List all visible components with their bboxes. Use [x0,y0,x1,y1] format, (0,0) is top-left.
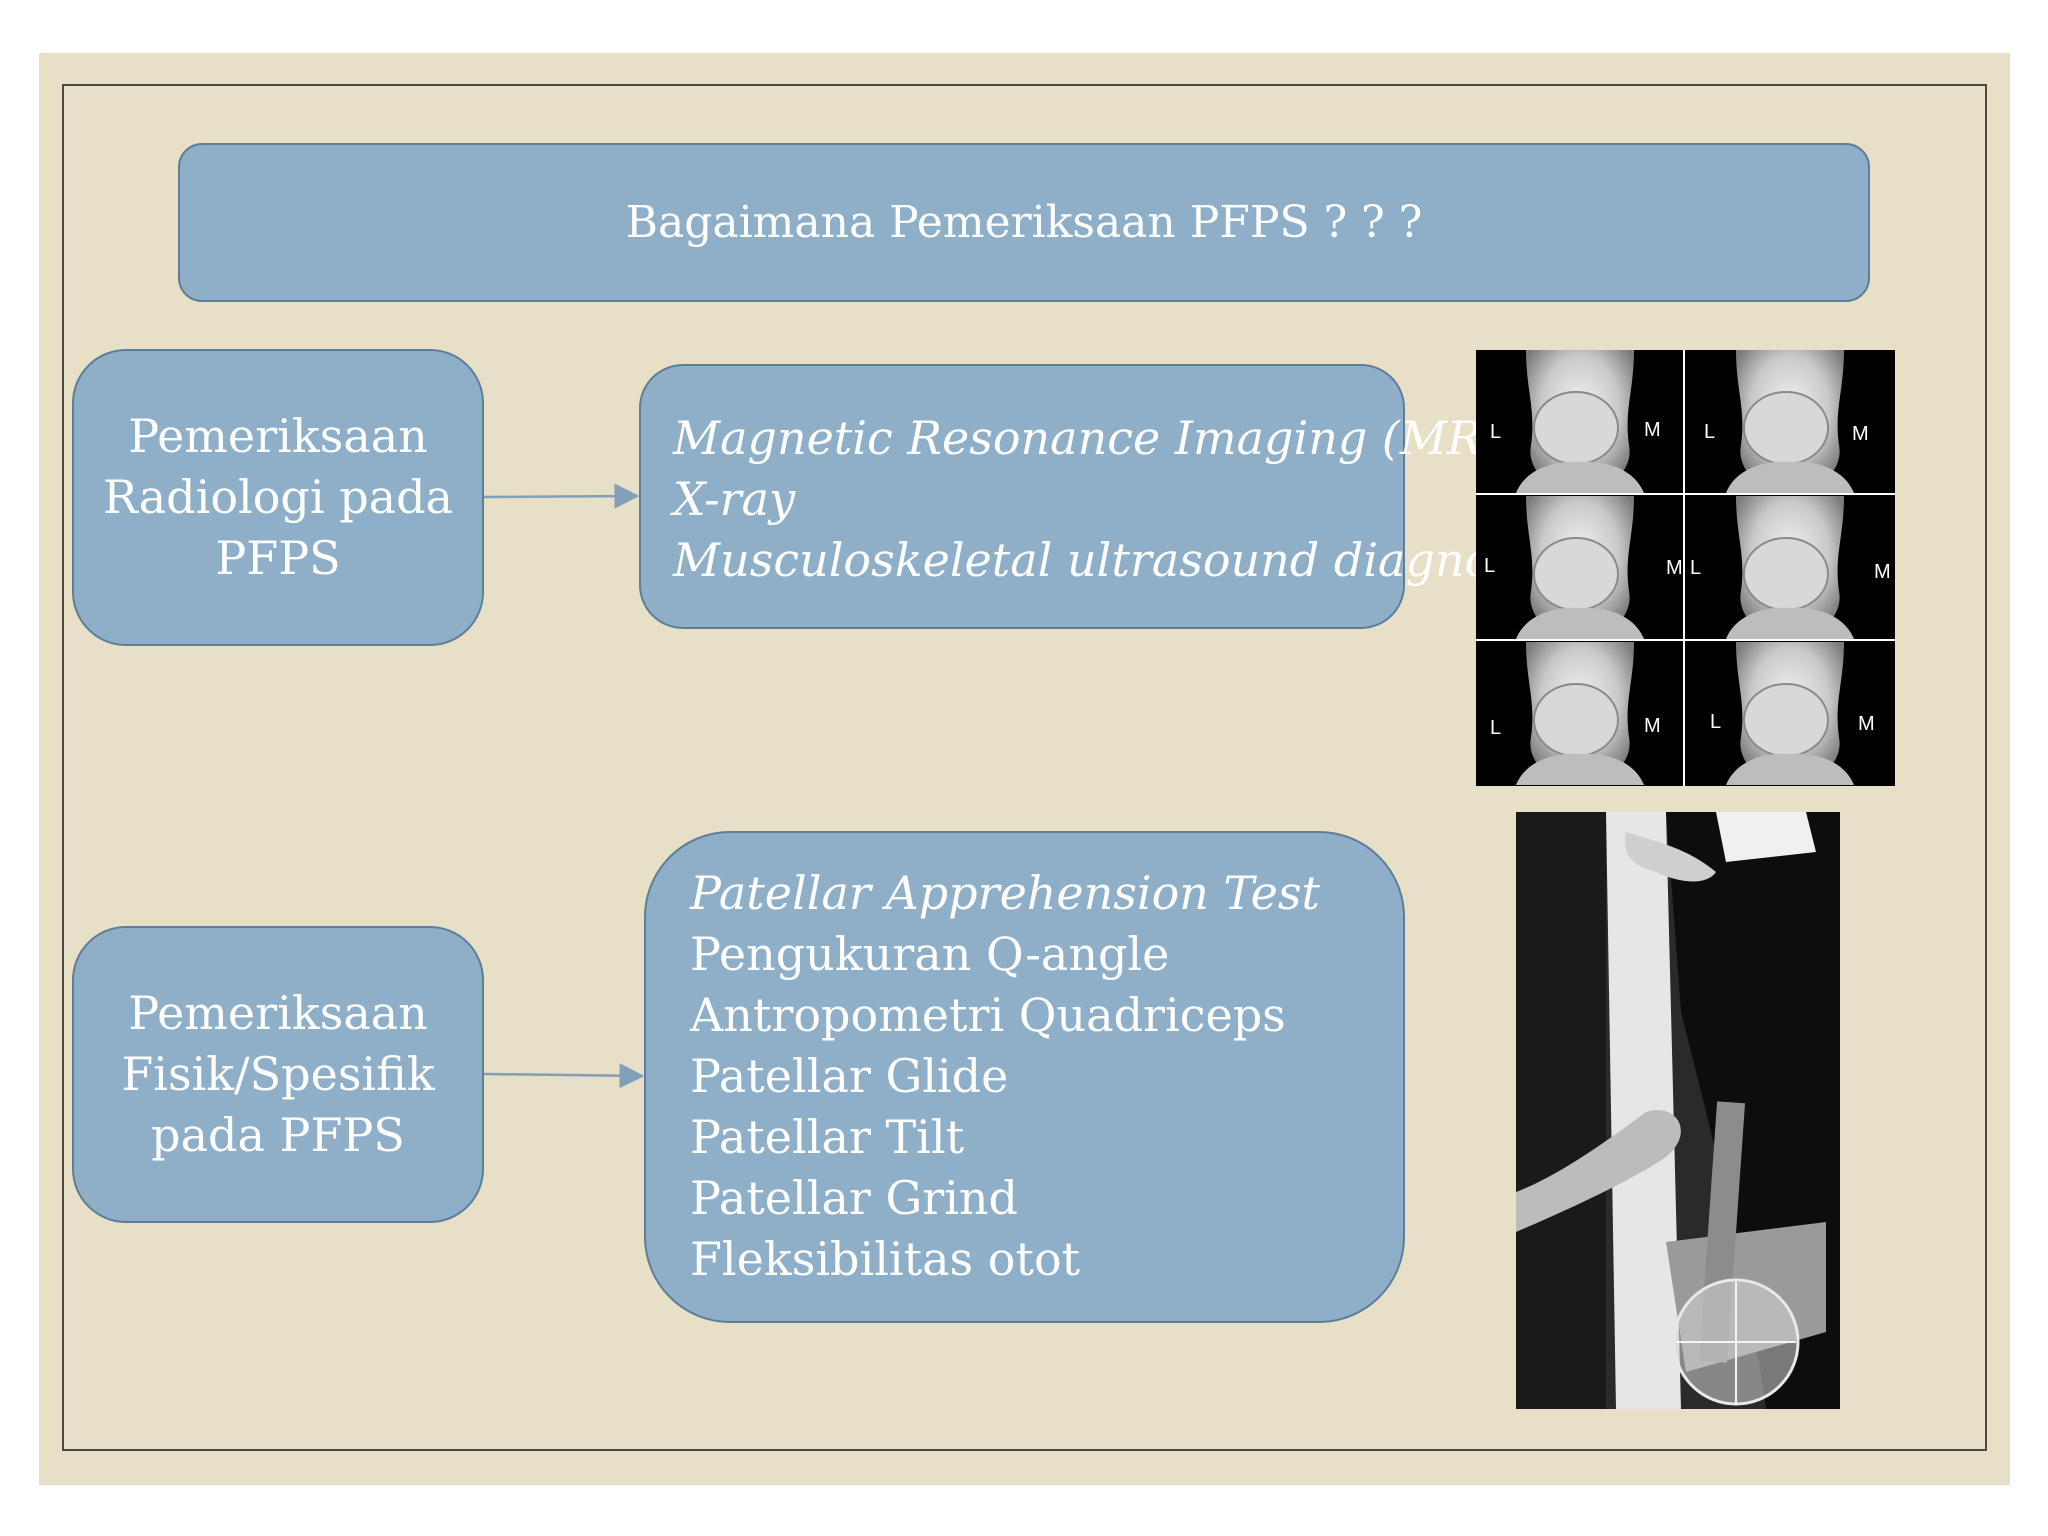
knee-xray-image: L M L M L M L M L M L M [1476,350,1895,786]
xray-label-l: L [1704,421,1715,443]
radiology-methods-box: Magnetic Resonance Imaging (MRI) X-ray M… [639,364,1575,629]
physical-test-item: Patellar Grind [690,1171,1018,1225]
q-angle-measurement-photo [1516,812,1840,1409]
physical-test-item: Patellar Tilt [690,1110,965,1164]
xray-label-l: L [1690,557,1701,579]
physical-test-item: Patellar Apprehension Test [690,866,1320,920]
physical-test-item: Patellar Glide [690,1049,1009,1103]
slide-frame [62,84,1987,1451]
slide-title: Bagaimana Pemeriksaan PFPS ? ? ? [625,197,1423,248]
xray-label-m: M [1644,715,1661,737]
xray-label-m: M [1858,713,1875,735]
arrow-physical [483,1063,645,1089]
radiology-item: Magnetic Resonance Imaging (MRI) [673,411,1518,465]
xray-label-m: M [1666,557,1683,579]
radiology-exam-box: Pemeriksaan Radiologi pada PFPS [72,349,484,646]
title-box: Bagaimana Pemeriksaan PFPS ? ? ? [178,143,1870,302]
xray-label-l: L [1484,555,1495,577]
physical-tests-box: Patellar Apprehension Test Pengukuran Q-… [644,831,1405,1323]
xray-label-l: L [1710,711,1721,733]
xray-label-m: M [1852,423,1869,445]
physical-test-item: Fleksibilitas otot [690,1232,1081,1286]
physical-exam-label: Pemeriksaan Fisik/Spesifik pada PFPS [121,986,435,1162]
physical-test-item: Pengukuran Q-angle [690,927,1170,981]
xray-label-l: L [1490,421,1501,443]
physical-test-item: Antropometri Quadriceps [690,988,1286,1042]
physical-exam-box: Pemeriksaan Fisik/Spesifik pada PFPS [72,926,484,1223]
xray-label-l: L [1490,717,1501,739]
radiology-exam-label: Pemeriksaan Radiologi pada PFPS [103,409,453,585]
xray-label-m: M [1874,561,1891,583]
xray-label-m: M [1644,419,1661,441]
radiology-item: X-ray [673,472,796,526]
arrow-radiology [483,483,640,509]
